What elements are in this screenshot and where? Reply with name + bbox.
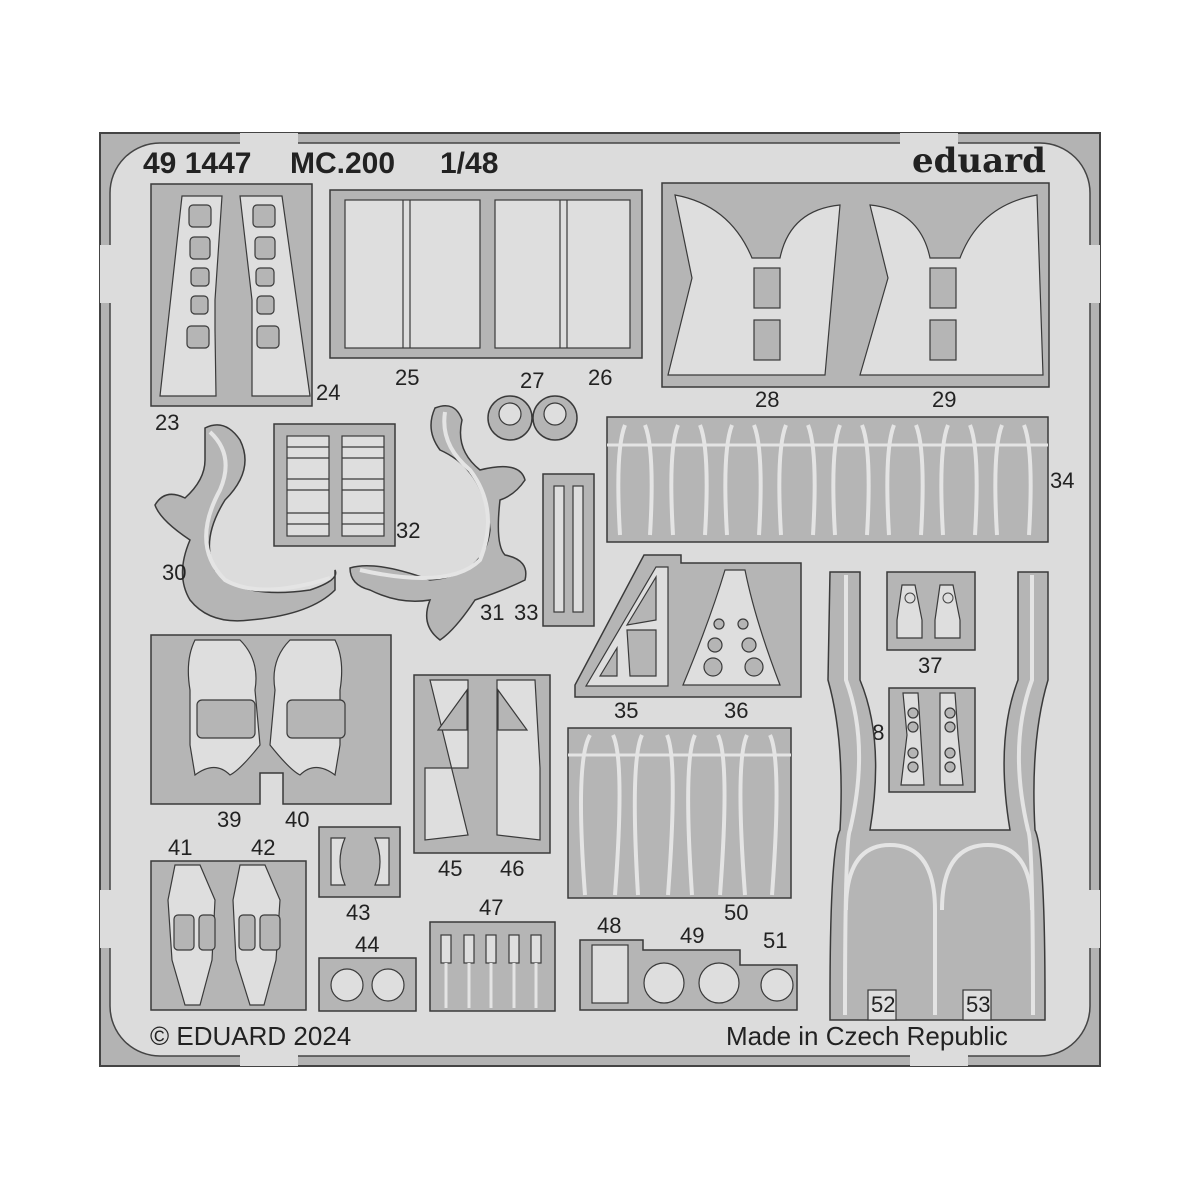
- part-label-45: 45: [438, 856, 462, 881]
- part-45-46: 45 46: [413, 674, 551, 881]
- part-label-43: 43: [346, 900, 370, 925]
- part-label-47: 47: [479, 895, 503, 920]
- part-23-24: 23 24: [150, 183, 340, 435]
- part-39-40: 39 40: [150, 634, 392, 832]
- part-label-29: 29: [932, 387, 956, 412]
- part-27: 27: [487, 368, 578, 441]
- part-label-44: 44: [355, 932, 379, 957]
- frame-gap: [240, 1054, 298, 1066]
- part-label-33: 33: [514, 600, 538, 625]
- frame-gap: [240, 133, 298, 145]
- frame-gap: [100, 245, 112, 303]
- origin-text: Made in Czech Republic: [726, 1021, 1008, 1051]
- part-label-28: 28: [755, 387, 779, 412]
- part-label-35: 35: [614, 698, 638, 723]
- frame-gap: [910, 1054, 968, 1066]
- part-label-49: 49: [680, 923, 704, 948]
- part-41-42: 41 42: [150, 835, 307, 1011]
- part-label-34: 34: [1050, 468, 1074, 493]
- frame-gap: [100, 890, 112, 948]
- part-48-49-51: 48 49 51: [579, 913, 798, 1011]
- part-label-53: 53: [966, 992, 990, 1017]
- part-44: 44: [318, 932, 417, 1012]
- part-label-24: 24: [316, 380, 340, 405]
- copyright-text: © EDUARD 2024: [150, 1021, 351, 1051]
- part-label-52: 52: [871, 992, 895, 1017]
- part-label-39: 39: [217, 807, 241, 832]
- part-label-25: 25: [395, 365, 419, 390]
- part-30: 30: [154, 424, 337, 622]
- product-code: 49 1447: [143, 147, 251, 180]
- part-label-27: 27: [520, 368, 544, 393]
- part-label-51: 51: [763, 928, 787, 953]
- part-32: 32: [273, 423, 420, 547]
- part-label-42: 42: [251, 835, 275, 860]
- brand-logo: eduard: [912, 141, 1046, 181]
- part-35-36: 35 36: [574, 554, 802, 723]
- part-label-41: 41: [168, 835, 192, 860]
- part-label-30: 30: [162, 560, 186, 585]
- part-label-26: 26: [588, 365, 612, 390]
- part-50: 50: [567, 727, 792, 925]
- part-52-53: 52 53: [827, 571, 1049, 1021]
- frame-gap: [1088, 245, 1100, 303]
- part-43: 43: [318, 826, 401, 925]
- model-name: MC.200: [290, 147, 395, 180]
- part-31: 31: [349, 405, 527, 641]
- scale: 1/48: [440, 147, 498, 180]
- part-47: 47: [429, 895, 556, 1012]
- part-25-26: 25 26: [329, 189, 643, 390]
- part-28-29: 28 29: [661, 182, 1050, 412]
- frame-gap: [1088, 890, 1100, 948]
- part-label-32: 32: [396, 518, 420, 543]
- part-37: 37: [886, 571, 976, 678]
- part-label-23: 23: [155, 410, 179, 435]
- part-label-31: 31: [480, 600, 504, 625]
- part-34: 34: [606, 416, 1074, 543]
- part-38: 38: [860, 687, 976, 793]
- part-label-36: 36: [724, 698, 748, 723]
- part-label-46: 46: [500, 856, 524, 881]
- part-label-48: 48: [597, 913, 621, 938]
- part-label-50: 50: [724, 900, 748, 925]
- frame-gap: [900, 133, 958, 145]
- part-label-37: 37: [918, 653, 942, 678]
- part-33: 33: [514, 473, 595, 627]
- part-label-40: 40: [285, 807, 309, 832]
